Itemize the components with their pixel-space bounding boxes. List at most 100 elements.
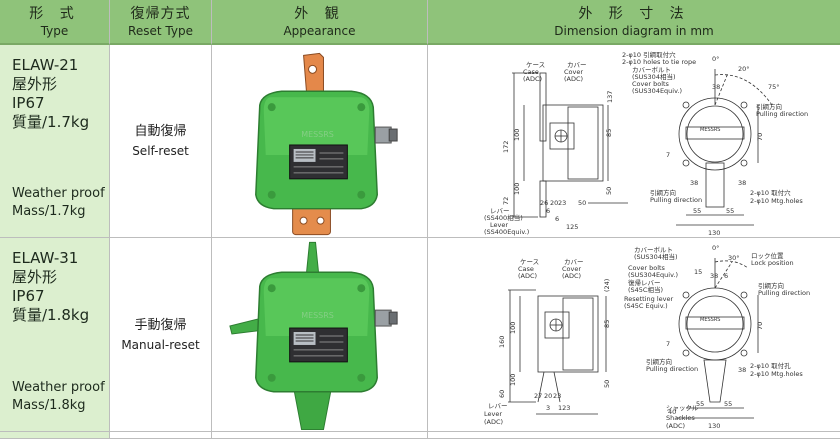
- svg-text:Lever: Lever: [484, 410, 502, 418]
- svg-text:125: 125: [566, 223, 578, 231]
- svg-text:(SS400相当): (SS400相当): [484, 213, 523, 222]
- svg-text:(24): (24): [603, 279, 611, 292]
- header-type: 形 式 Type: [0, 0, 110, 45]
- svg-text:MESSRS: MESSRS: [700, 317, 720, 323]
- svg-text:Lever: Lever: [490, 221, 508, 229]
- svg-text:MESSRS: MESSRS: [700, 127, 720, 133]
- svg-text:137: 137: [606, 91, 614, 103]
- row2-outdoor: 屋外形: [12, 268, 58, 286]
- row1-weather-block: Weather proof Mass/1.7kg: [12, 185, 105, 221]
- svg-text:カバーボルト: カバーボルト: [632, 66, 671, 74]
- svg-text:復帰レバー: 復帰レバー: [628, 278, 661, 287]
- svg-text:引綱方向: 引綱方向: [758, 281, 784, 290]
- row1-reset-jp: 自動復帰: [134, 124, 187, 139]
- svg-text:38: 38: [712, 83, 720, 91]
- svg-text:55: 55: [724, 400, 732, 408]
- row2-mass-en: Mass/1.8kg: [12, 398, 86, 413]
- svg-text:引綱方向: 引綱方向: [646, 357, 672, 366]
- svg-text:50: 50: [605, 187, 613, 195]
- svg-text:Pulling direction: Pulling direction: [650, 196, 702, 204]
- svg-text:(S45C相当): (S45C相当): [628, 285, 663, 294]
- row2-dimension-cell: 160 100 100 60 85 50 (24) ケース Case (ADC)…: [428, 238, 840, 432]
- header-type-jp: 形 式: [29, 5, 80, 22]
- svg-text:55: 55: [696, 400, 704, 408]
- svg-text:20: 20: [544, 392, 552, 400]
- svg-text:0°: 0°: [712, 244, 719, 252]
- row2-dimension-diagram: 160 100 100 60 85 50 (24) ケース Case (ADC)…: [484, 244, 810, 430]
- header-reset-type: 復帰方式 Reset Type: [110, 0, 212, 45]
- svg-text:Resetting lever: Resetting lever: [624, 295, 673, 303]
- svg-text:3: 3: [546, 404, 550, 412]
- svg-text:50: 50: [603, 380, 611, 388]
- svg-text:MESSRS: MESSRS: [301, 130, 334, 139]
- row1-reset-en: Self-reset: [132, 144, 189, 158]
- svg-text:Pulling direction: Pulling direction: [758, 289, 810, 297]
- svg-text:Lock position: Lock position: [751, 259, 794, 267]
- svg-text:123: 123: [558, 404, 570, 412]
- header-dimension-en: Dimension diagram in mm: [554, 23, 714, 38]
- svg-text:20: 20: [550, 199, 558, 207]
- row2-type-cell: ELAW-31 屋外形 IP67 質量/1.8kg Weather proof …: [0, 238, 110, 432]
- svg-text:引綱方向: 引綱方向: [650, 188, 676, 197]
- row1-rating: IP67: [12, 94, 45, 112]
- svg-text:23: 23: [558, 199, 566, 207]
- row2-model: ELAW-31: [12, 249, 79, 267]
- svg-text:ロック位置: ロック位置: [751, 251, 784, 260]
- svg-text:130: 130: [708, 422, 720, 430]
- row3-dimension-cell: [428, 432, 840, 439]
- svg-text:100: 100: [513, 129, 521, 141]
- svg-text:7: 7: [666, 340, 670, 348]
- svg-text:55: 55: [726, 207, 734, 215]
- svg-text:Cover bolts: Cover bolts: [628, 264, 666, 272]
- svg-text:100: 100: [509, 374, 517, 386]
- row2-product-photo: MESSRS: [229, 241, 398, 430]
- svg-text:6: 6: [546, 207, 550, 215]
- svg-text:2-φ10 Mtg.holes: 2-φ10 Mtg.holes: [750, 370, 803, 378]
- row1-dimension-diagram: 172 100 100 72 85 50 137 ケース Case (ADC) …: [484, 50, 808, 237]
- row2-appearance-cell: MESSRS: [212, 238, 428, 432]
- svg-text:70: 70: [756, 322, 764, 330]
- svg-text:(ADC): (ADC): [666, 422, 685, 430]
- svg-text:100: 100: [513, 183, 521, 195]
- svg-text:Case: Case: [523, 68, 539, 76]
- svg-text:Shackles: Shackles: [666, 414, 695, 422]
- row1-model: ELAW-21: [12, 56, 79, 74]
- header-type-en: Type: [40, 23, 69, 38]
- svg-text:85: 85: [605, 129, 613, 137]
- row1-dimension-cell: 172 100 100 72 85 50 137 ケース Case (ADC) …: [428, 45, 840, 238]
- svg-text:(SUS304Equiv.): (SUS304Equiv.): [632, 87, 682, 95]
- row1-product-photo: MESSRS: [255, 52, 398, 235]
- svg-text:100: 100: [509, 322, 517, 334]
- header-reset-en: Reset Type: [128, 23, 193, 38]
- svg-text:(ADC): (ADC): [484, 418, 503, 426]
- svg-text:Pulling direction: Pulling direction: [756, 110, 808, 118]
- svg-text:38: 38: [738, 366, 746, 374]
- svg-text:Pulling direction: Pulling direction: [646, 365, 698, 373]
- svg-text:引綱方向: 引綱方向: [756, 102, 782, 111]
- svg-text:カバーボルト: カバーボルト: [634, 246, 673, 254]
- svg-text:ケース: ケース: [520, 258, 539, 266]
- svg-text:MESSRS: MESSRS: [301, 311, 334, 320]
- svg-text:2-φ10 Mtg.holes: 2-φ10 Mtg.holes: [750, 197, 803, 205]
- svg-text:50: 50: [578, 199, 586, 207]
- svg-text:23: 23: [553, 392, 561, 400]
- row1-outdoor: 屋外形: [12, 75, 58, 93]
- row2-weather-block: Weather proof Mass/1.8kg: [12, 379, 105, 415]
- header-dimension: 外 形 寸 法 Dimension diagram in mm: [428, 0, 840, 45]
- svg-text:2-φ10 取付孔: 2-φ10 取付孔: [750, 361, 791, 370]
- svg-text:ケース: ケース: [526, 61, 545, 69]
- svg-text:カバー: カバー: [567, 61, 587, 69]
- row2-reset-en: Manual-reset: [121, 337, 200, 352]
- svg-text:2-φ10 取付穴: 2-φ10 取付穴: [750, 188, 791, 197]
- header-reset-jp: 復帰方式: [130, 5, 191, 22]
- svg-text:7: 7: [666, 151, 670, 159]
- svg-text:130: 130: [708, 229, 720, 237]
- svg-text:38: 38: [710, 272, 718, 280]
- svg-text:Case: Case: [518, 265, 534, 273]
- row2-rating: IP67: [12, 287, 45, 305]
- svg-text:シャックル: シャックル: [666, 404, 699, 412]
- svg-text:カバー: カバー: [564, 258, 584, 266]
- row3-appearance-cell: [212, 432, 428, 439]
- row1-type-cell: ELAW-21 屋外形 IP67 質量/1.7kg Weather proof …: [0, 45, 110, 238]
- svg-text:0°: 0°: [712, 55, 719, 63]
